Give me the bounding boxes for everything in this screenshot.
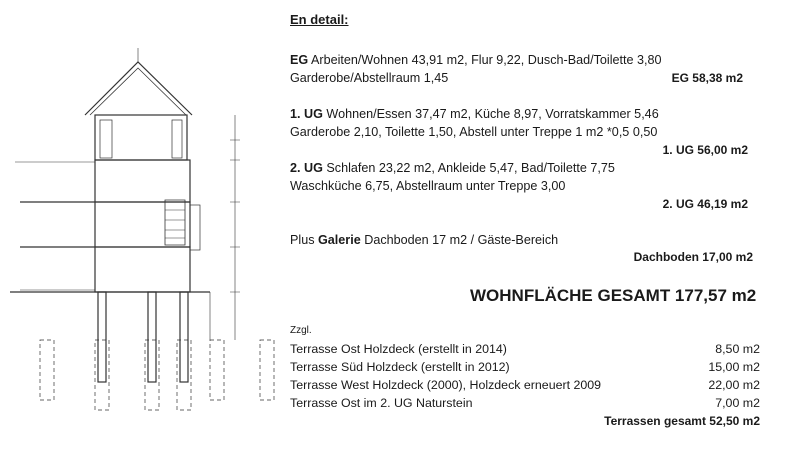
gallery-floor: [94, 114, 188, 161]
terrasse-label: Terrasse West Holzdeck (2000), Holzdeck …: [290, 378, 602, 392]
eg-line-2: Garderobe/Abstellraum 1,45: [290, 71, 449, 85]
ug1-floor: [94, 201, 191, 248]
ug1-line-1: 1. UG Wohnen/Essen 37,47 m2, Küche 8,97,…: [290, 107, 659, 121]
eg-total: EG 58,38 m2: [671, 71, 743, 85]
galerie-total: Dachboden 17,00 m2: [633, 250, 753, 264]
galerie-line: Plus Galerie Dachboden 17 m2 / Gäste-Ber…: [290, 233, 559, 247]
ug2-total: 2. UG 46,19 m2: [662, 197, 748, 211]
page-header: En detail:: [290, 12, 349, 27]
terrasse-label: Terrasse Ost im 2. UG Naturstein: [290, 396, 473, 410]
eg-floor: [94, 159, 191, 203]
eg-line-1: EG Arbeiten/Wohnen 43,91 m2, Flur 9,22, …: [290, 53, 662, 67]
roof: [84, 61, 193, 116]
zzgl-label: Zzgl.: [290, 325, 312, 336]
wohnflaeche-total: WOHNFLÄCHE GESAMT 177,57 m2: [470, 286, 757, 305]
terrasse-value: 15,00 m2: [708, 360, 760, 374]
terrasse-label: Terrasse Süd Holzdeck (erstellt in 2012): [290, 360, 510, 374]
section-drawing: [10, 48, 275, 411]
terrasse-label: Terrasse Ost Holzdeck (erstellt in 2014): [290, 342, 507, 356]
terrasse-value: 7,00 m2: [715, 396, 760, 410]
ug1-total: 1. UG 56,00 m2: [662, 143, 748, 157]
ug2-line-1: 2. UG Schlafen 23,22 m2, Ankleide 5,47, …: [290, 161, 615, 175]
ug2-floor: [94, 246, 191, 293]
terrassen-total: Terrassen gesamt 52,50 m2: [604, 414, 760, 428]
ug1-line-2: Garderobe 2,10, Toilette 1,50, Abstell u…: [290, 125, 658, 139]
terrasse-value: 8,50 m2: [715, 342, 760, 356]
terrasse-value: 22,00 m2: [708, 378, 760, 392]
ug2-line-2: Waschküche 6,75, Abstellraum unter Trepp…: [290, 179, 566, 193]
stilt: [97, 291, 107, 383]
